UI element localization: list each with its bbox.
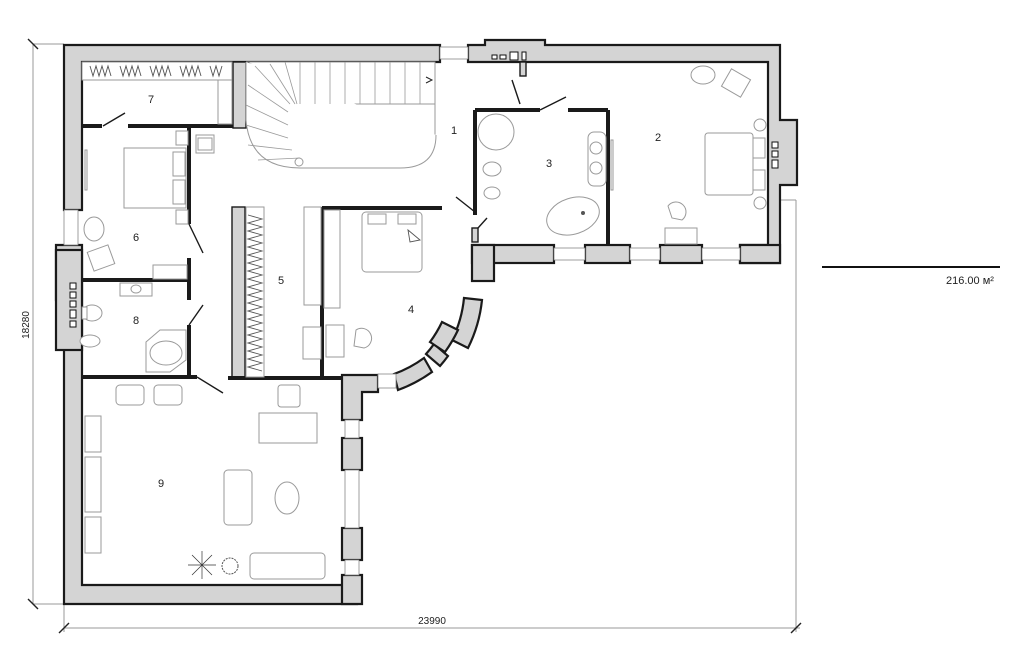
room-label-1: 1 — [451, 125, 457, 137]
width-dimension-label: 23990 — [418, 616, 446, 627]
windows — [63, 46, 741, 576]
room-label-8: 8 — [133, 315, 139, 327]
room-label-7: 7 — [148, 94, 154, 106]
staircase[interactable] — [245, 61, 437, 169]
total-area-label: 216.00 м² — [946, 275, 994, 287]
room-label-4: 4 — [408, 304, 414, 316]
room-label-9: 9 — [158, 478, 164, 490]
height-dimension-label: 18280 — [21, 311, 32, 339]
dimension-lines — [27, 38, 802, 634]
area-underline — [822, 266, 1000, 268]
room-label-2: 2 — [655, 132, 661, 144]
furniture — [79, 61, 767, 580]
room-label-5: 5 — [278, 275, 284, 287]
room-label-6: 6 — [133, 232, 139, 244]
interior-walls — [82, 61, 610, 380]
room-labels: 1 2 3 4 5 6 7 8 9 — [133, 94, 661, 490]
room-label-3: 3 — [546, 158, 552, 170]
doors — [102, 79, 567, 394]
